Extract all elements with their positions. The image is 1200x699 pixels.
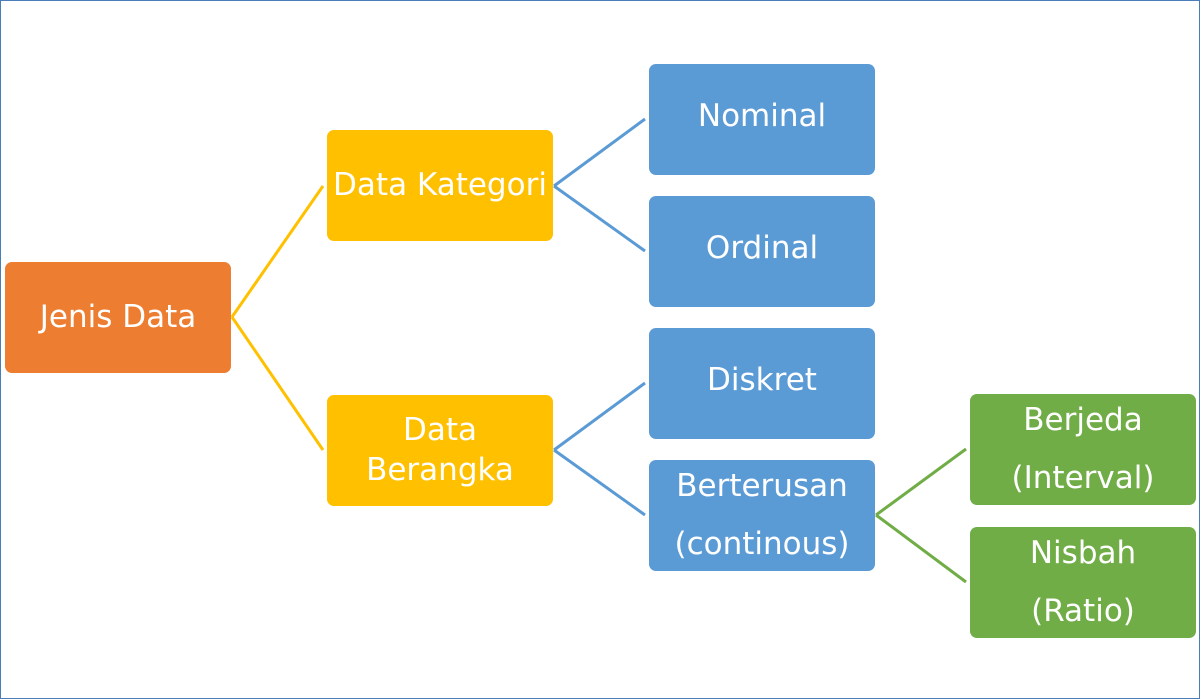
node-nominal-label: Nominal — [697, 98, 827, 134]
connector-root-berangka — [230, 316, 325, 451]
node-jenis-data-label: Jenis Data — [39, 299, 197, 336]
node-data-kategori: Data Kategori — [327, 130, 553, 241]
node-berterusan-label-line2: (continous) — [674, 525, 850, 562]
node-berterusan: Berterusan (continous) — [649, 460, 875, 571]
node-data-berangka-label-line1: Data — [402, 411, 478, 448]
node-berterusan-label-line1: Berterusan — [676, 468, 848, 505]
node-nisbah-label-line2: (Ratio) — [1031, 592, 1135, 629]
connector-kategori-ordinal — [553, 184, 646, 253]
connector-kategori-nominal — [553, 117, 646, 188]
node-data-kategori-label: Data Kategori — [333, 167, 547, 204]
node-jenis-data: Jenis Data — [5, 262, 231, 373]
node-berjeda-label-line2: (Interval) — [1011, 459, 1155, 496]
node-nisbah-label-line1: Nisbah — [1029, 535, 1137, 572]
node-berjeda-label-line1: Berjeda — [1023, 402, 1143, 439]
node-ordinal: Ordinal — [649, 196, 875, 307]
connector-berterusan-berjeda — [875, 447, 967, 517]
node-nominal: Nominal — [649, 64, 875, 175]
node-data-berangka-label-line2: Berangka — [366, 451, 514, 488]
node-diskret-label: Diskret — [707, 362, 817, 398]
node-nisbah: Nisbah (Ratio) — [970, 527, 1196, 638]
connector-berangka-berterusan — [553, 448, 646, 517]
node-data-berangka: Data Berangka — [327, 395, 553, 506]
connector-berterusan-nisbah — [875, 513, 967, 584]
connector-berangka-diskret — [553, 381, 646, 452]
connector-root-kategori — [230, 185, 325, 318]
node-diskret: Diskret — [649, 328, 875, 439]
node-ordinal-label: Ordinal — [705, 230, 819, 266]
node-berjeda: Berjeda (Interval) — [970, 394, 1196, 505]
